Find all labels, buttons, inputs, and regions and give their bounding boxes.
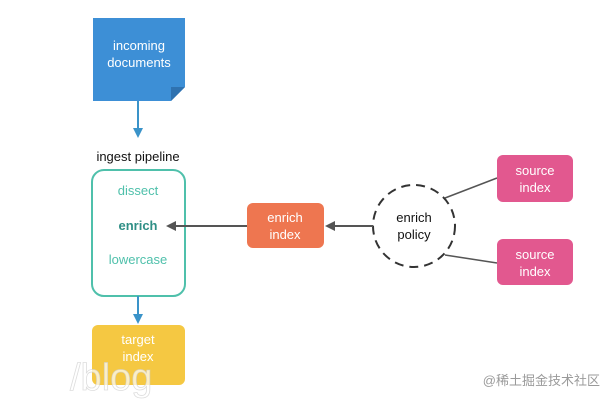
pipeline-step-dissect: dissect <box>118 183 159 198</box>
target-line1: target <box>121 332 155 347</box>
incoming-line1: incoming <box>113 38 165 53</box>
enrich-index-line2: index <box>269 227 301 242</box>
source-1-line1: source <box>515 163 554 178</box>
source-1-line2: index <box>519 180 551 195</box>
connector-source-top <box>444 177 498 199</box>
target-line2: index <box>122 349 154 364</box>
pipeline-title: ingest pipeline <box>96 149 179 164</box>
source-2-line2: index <box>519 264 551 279</box>
enrich-index-node: enrich index <box>247 203 324 248</box>
source-2-line1: source <box>515 247 554 262</box>
watermark-credit: @稀土掘金技术社区 <box>483 373 600 388</box>
enrich-policy-node: enrich policy <box>372 184 456 268</box>
enrich-index-box <box>247 203 324 248</box>
watermark-blog: /blog <box>70 357 152 399</box>
ingest-pipeline-box: dissect enrich lowercase <box>91 169 186 297</box>
document-icon <box>93 18 185 101</box>
enrich-policy-circle <box>372 184 456 268</box>
incoming-documents-node: incoming documents <box>93 18 185 101</box>
incoming-line2: documents <box>107 55 171 70</box>
source-index-box-2 <box>497 239 573 285</box>
source-index-node-1: source index <box>497 155 573 202</box>
enrich-policy-line2: policy <box>397 227 431 242</box>
pipeline-step-lowercase: lowercase <box>109 252 168 267</box>
connector-source-bottom <box>444 254 498 264</box>
source-index-box-1 <box>497 155 573 202</box>
enrich-index-line1: enrich <box>267 210 302 225</box>
pipeline-step-enrich: enrich <box>118 218 157 233</box>
document-fold-icon <box>171 87 185 101</box>
source-index-node-2: source index <box>497 239 573 285</box>
target-index-node: target index <box>92 325 185 385</box>
enrich-policy-line1: enrich <box>396 210 431 225</box>
target-index-box <box>92 325 185 385</box>
